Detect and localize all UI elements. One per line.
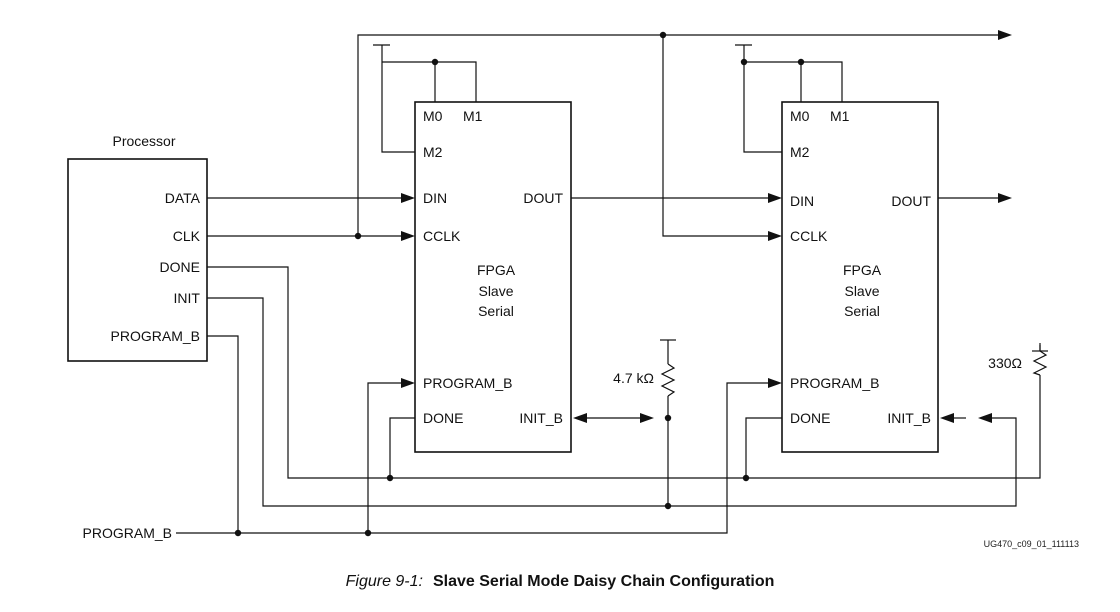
data-wire	[207, 193, 415, 203]
processor-pin-data: DATA	[165, 190, 201, 206]
fpga1-name-line-1: FPGA	[477, 262, 516, 278]
caption-number: Figure 9-1:	[346, 573, 423, 590]
fpga1-pin-m1: M1	[463, 108, 483, 124]
fpga1-pin-m2: M2	[423, 144, 443, 160]
fpga2-name-line-2: Slave	[844, 283, 879, 299]
resistor-4k7-label: 4.7 kΩ	[613, 370, 654, 386]
figure-caption: Figure 9-1: Slave Serial Mode Daisy Chain…	[346, 573, 775, 590]
figure-reference-id: UG470_c09_01_111113	[984, 539, 1079, 549]
fpga2-pin-program-b: PROGRAM_B	[790, 375, 879, 391]
fpga2-pin-done: DONE	[790, 410, 830, 426]
processor-pin-clk: CLK	[173, 228, 201, 244]
fpga2-name-line-1: FPGA	[843, 262, 882, 278]
fpga1-pin-dout: DOUT	[523, 190, 563, 206]
fpga1-pin-din: DIN	[423, 190, 447, 206]
dout2-wire	[938, 193, 1012, 203]
processor-box	[67, 158, 208, 362]
processor-title: Processor	[112, 133, 175, 149]
fpga2-name-line-3: Serial	[844, 303, 880, 319]
clk-wire	[207, 231, 415, 241]
fpga1-pin-program-b: PROGRAM_B	[423, 375, 512, 391]
done-net	[207, 266, 1041, 482]
external-program-b-label: PROGRAM_B	[83, 525, 172, 541]
fpga2-pin-cclk: CCLK	[790, 228, 828, 244]
resistor-330	[1032, 343, 1048, 376]
fpga1-name-line-3: Serial	[478, 303, 514, 319]
resistor-4k7	[660, 339, 676, 418]
caption-title: Slave Serial Mode Daisy Chain Configurat…	[433, 573, 774, 590]
fpga1-box	[414, 101, 572, 453]
fpga2-pin-m2: M2	[790, 144, 810, 160]
fpga2-pin-dout: DOUT	[891, 193, 931, 209]
fpga1-pin-cclk: CCLK	[423, 228, 461, 244]
fpga1-pin-m0: M0	[423, 108, 443, 124]
fpga2-mode-wiring	[735, 44, 843, 153]
processor-pin-done: DONE	[160, 259, 200, 275]
program-b-net	[176, 335, 782, 537]
clk-bus	[354, 30, 1012, 241]
dout1-din2-wire	[571, 193, 782, 203]
fpga1-pin-done: DONE	[423, 410, 463, 426]
resistor-330-label: 330Ω	[988, 355, 1022, 371]
fpga2-pin-m1: M1	[830, 108, 850, 124]
fpga1-name-line-2: Slave	[478, 283, 513, 299]
processor-pin-init: INIT	[174, 290, 201, 306]
fpga2-pin-din: DIN	[790, 193, 814, 209]
fpga2-pin-m0: M0	[790, 108, 810, 124]
init-net	[207, 297, 1017, 510]
fpga2-pin-init-b: INIT_B	[887, 410, 931, 426]
processor-pin-program-b: PROGRAM_B	[111, 328, 200, 344]
fpga1-mode-wiring	[373, 44, 477, 153]
fpga1-pin-init-b: INIT_B	[519, 410, 563, 426]
fpga2-box	[781, 101, 939, 453]
